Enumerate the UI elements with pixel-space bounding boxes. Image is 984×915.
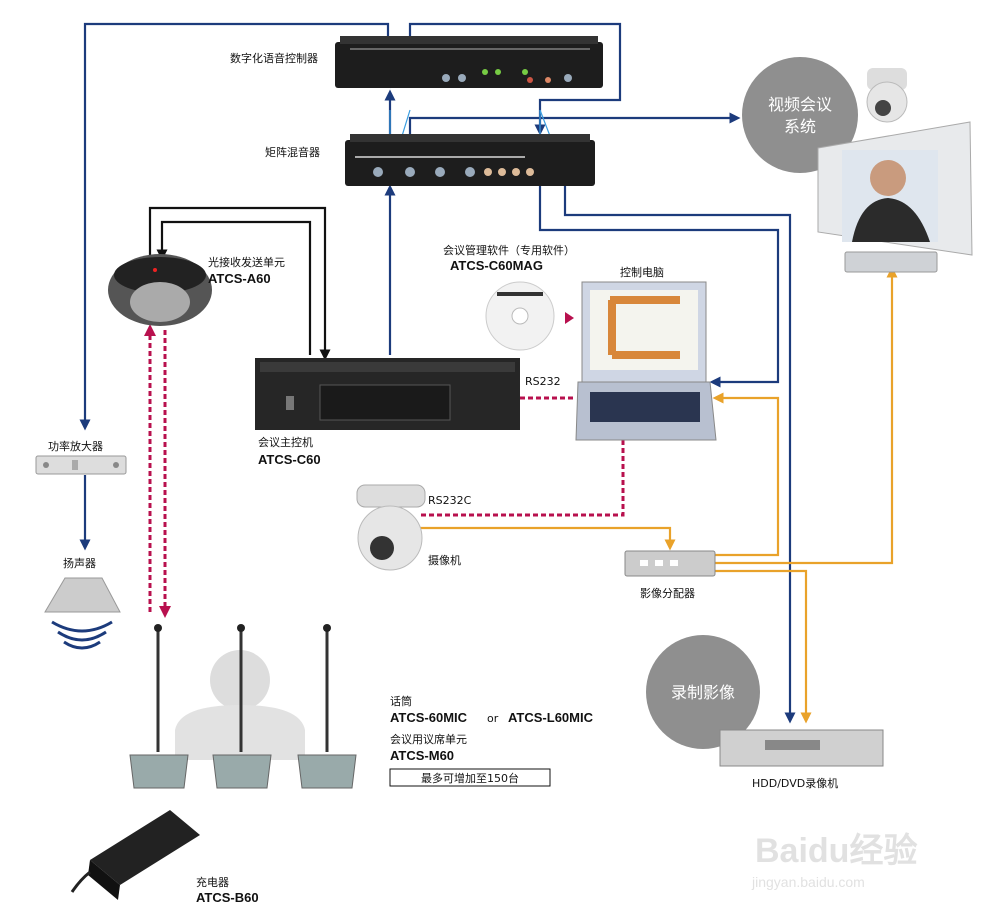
software-label: 会议管理软件（专用软件） [443, 243, 575, 257]
recording-label: 录制影像 [671, 683, 735, 702]
main-control-unit[interactable] [255, 358, 520, 430]
software-model: ATCS-C60MAG [450, 258, 543, 273]
speaker-label: 扬声器 [63, 556, 96, 570]
delegate-note-box [389, 768, 551, 787]
black-optical-links [148, 206, 331, 361]
microphone-label: 话筒 [390, 694, 412, 708]
video-conference-label-2: 系统 [784, 117, 816, 136]
matrix-mixer-label: 矩阵混音器 [265, 145, 320, 159]
software-cd-icon [485, 281, 555, 351]
charger-icon [70, 810, 200, 900]
video-conference-circle [742, 57, 858, 173]
delegate-unit-model: ATCS-M60 [390, 748, 454, 763]
amplifier-label: 功率放大器 [48, 439, 103, 453]
baidu-watermark: Baidu经验 jingyan.baidu.com [751, 831, 917, 890]
camera-label: 摄像机 [428, 553, 461, 567]
orange-video-links [420, 266, 898, 724]
watermark-brand: Baidu经验 [755, 831, 917, 870]
rs232-label: RS232 [525, 375, 561, 388]
delegate-units-illustration [129, 624, 357, 789]
ptz-camera-top [866, 68, 908, 123]
delegate-unit-note: 最多可增加至150台 [421, 771, 519, 785]
charger-label: 充电器 [196, 875, 229, 889]
power-amplifier[interactable] [35, 455, 127, 475]
rs232-dashed-links [144, 312, 625, 618]
delegate-unit-label: 会议用议席单元 [390, 732, 467, 746]
matrix-mixer[interactable] [345, 134, 595, 186]
digital-voice-controller[interactable] [335, 36, 603, 88]
charger-model: ATCS-B60 [196, 890, 259, 905]
optical-transceiver-icon [108, 254, 212, 326]
watermark-url: jingyan.baidu.com [751, 874, 865, 890]
digital-controller-label: 数字化语音控制器 [230, 51, 318, 65]
optical-unit-label: 光接收发送单元 [208, 255, 285, 269]
microphone-model-a: ATCS-60MIC [390, 710, 468, 725]
recording-circle [646, 635, 760, 749]
navy-connections [79, 22, 796, 724]
video-conference-screen [817, 121, 973, 273]
microphone-model-b: ATCS-L60MIC [508, 710, 594, 725]
video-distributor-label: 影像分配器 [640, 587, 695, 600]
recorder-label: HDD/DVD录像机 [752, 776, 838, 790]
rs232c-label: RS232C [428, 494, 472, 507]
optical-unit-model: ATCS-A60 [208, 271, 271, 286]
main-unit-model: ATCS-C60 [258, 452, 321, 467]
video-conference-label-1: 视频会议 [768, 95, 832, 114]
hdd-dvd-recorder[interactable] [719, 729, 884, 767]
main-unit-label: 会议主控机 [258, 435, 313, 449]
video-camera[interactable] [356, 484, 426, 571]
control-pc-label: 控制电脑 [620, 265, 664, 279]
control-pc-laptop[interactable] [575, 281, 717, 441]
microphone-or: or [487, 712, 499, 725]
video-distributor[interactable] [624, 550, 716, 577]
speaker-icon [44, 577, 121, 650]
